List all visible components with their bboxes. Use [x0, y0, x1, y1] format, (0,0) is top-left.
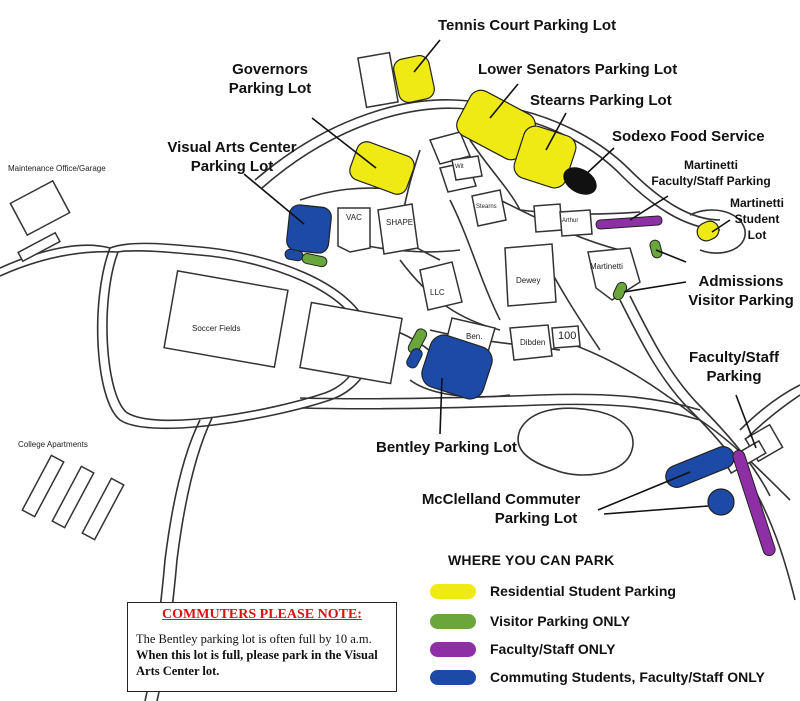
legend-swatch-visitor [430, 613, 476, 629]
martinetti-student-lot [696, 220, 720, 242]
parking-lots [284, 54, 776, 557]
legend-item-residential: Residential Student Parking [430, 580, 676, 602]
stearns-lot [513, 125, 577, 189]
label-vac: VAC [346, 213, 362, 222]
label-stearns-building: Stearns [476, 204, 497, 210]
label-martinetti-fs-line1: Martinetti [684, 158, 738, 172]
legend-title: WHERE YOU CAN PARK [448, 552, 615, 568]
label-martinetti-building: Martinetti [590, 262, 623, 271]
label-admissions-line1: Admissions [698, 273, 784, 290]
label-martinetti-fs-line2: Faculty/Staff Parking [651, 174, 771, 188]
mcclelland-lot-round [707, 488, 735, 516]
label-mcclelland-line2: Parking Lot [494, 510, 578, 527]
label-soccer-fields: Soccer Fields [192, 324, 241, 333]
legend-item-commuter: Commuting Students, Faculty/Staff ONLY [430, 666, 765, 688]
legend-item-faculty: Faculty/Staff ONLY [430, 638, 616, 660]
legend-swatch-faculty [430, 641, 476, 657]
label-bentley-lot: Bentley Parking Lot [376, 439, 517, 456]
legend-label-faculty: Faculty/Staff ONLY [490, 641, 616, 657]
legend-swatch-commuter [430, 669, 476, 685]
label-visual-arts-line2: Parking Lot [190, 158, 274, 175]
sodexo-oval [563, 167, 597, 195]
label-visual-arts-lot: Visual Arts Center Parking Lot [158, 138, 306, 176]
label-mcclelland-lot: McClelland Commuter Parking Lot [416, 490, 586, 528]
label-ben: Ben. [466, 332, 483, 341]
commuters-note-box: COMMUTERS PLEASE NOTE: The Bentley parki… [127, 602, 397, 692]
label-100: 100 [558, 330, 577, 342]
label-governors-line1: Governors [232, 61, 308, 78]
legend-label-visitor: Visitor Parking ONLY [490, 613, 631, 629]
note-title: COMMUTERS PLEASE NOTE: [162, 607, 362, 622]
note-body: The Bentley parking lot is often full by… [136, 631, 388, 679]
label-college-apartments: College Apartments [18, 440, 88, 449]
label-martinetti-st-line2: Student [734, 212, 780, 226]
label-governors-line2: Parking Lot [228, 80, 312, 97]
bentley-blue-strip [406, 348, 423, 369]
label-wit: Wit [455, 164, 464, 170]
label-admissions-line2: Visitor Parking [688, 292, 794, 309]
label-arthur: Arthur [562, 218, 579, 224]
label-visual-arts-line1: Visual Arts Center [167, 139, 297, 156]
bentley-lot [421, 334, 493, 400]
governors-lot [349, 141, 415, 195]
legend-swatch-residential [430, 583, 476, 599]
legend-label-commuter: Commuting Students, Faculty/Staff ONLY [490, 669, 765, 685]
tennis-court-lot [393, 54, 435, 104]
label-dibden: Dibden [520, 338, 546, 347]
admissions-lot-lower [612, 281, 628, 301]
label-tennis-court-lot: Tennis Court Parking Lot [438, 17, 617, 34]
label-faculty-staff-lot: Faculty/Staff Parking [682, 348, 786, 386]
label-martinetti-st-line3: Lot [747, 228, 767, 242]
martinetti-faculty-lot [595, 215, 663, 230]
visual-arts-lot [286, 204, 332, 254]
label-maintenance: Maintenance Office/Garage [8, 164, 106, 173]
visual-arts-lot-green-strip [301, 253, 328, 268]
label-martinetti-student-lot: Martinetti Student Lot [722, 195, 792, 243]
label-lower-senators-lot: Lower Senators Parking Lot [478, 61, 678, 78]
label-faculty-staff-line1: Faculty/Staff [688, 349, 779, 366]
legend-label-residential: Residential Student Parking [490, 583, 676, 599]
label-sodexo: Sodexo Food Service [612, 128, 765, 145]
label-shape: SHAPE [386, 218, 414, 227]
mcclelland-lot-long [665, 446, 735, 488]
label-governors-lot: Governors Parking Lot [226, 60, 314, 98]
pond [517, 407, 634, 476]
label-martinetti-faculty-lot: Martinetti Faculty/Staff Parking [646, 157, 776, 189]
note-text-regular: The Bentley parking lot is often full by… [136, 632, 372, 646]
label-dewey: Dewey [516, 276, 541, 285]
faculty-staff-lot [732, 449, 776, 557]
label-martinetti-st-line1: Martinetti [730, 196, 784, 210]
label-llc: LLC [430, 288, 445, 297]
label-stearns-lot: Stearns Parking Lot [530, 92, 672, 109]
buildings [9, 51, 784, 541]
label-faculty-staff-line2: Parking [706, 368, 762, 385]
legend-item-visitor: Visitor Parking ONLY [430, 610, 630, 632]
note-text-bold: When this lot is full, please park in th… [136, 648, 378, 678]
admissions-lot-upper [649, 239, 663, 259]
label-admissions-lot: Admissions Visitor Parking [682, 272, 800, 310]
callout-lines [243, 39, 757, 515]
label-mcclelland-line1: McClelland Commuter [421, 491, 581, 508]
